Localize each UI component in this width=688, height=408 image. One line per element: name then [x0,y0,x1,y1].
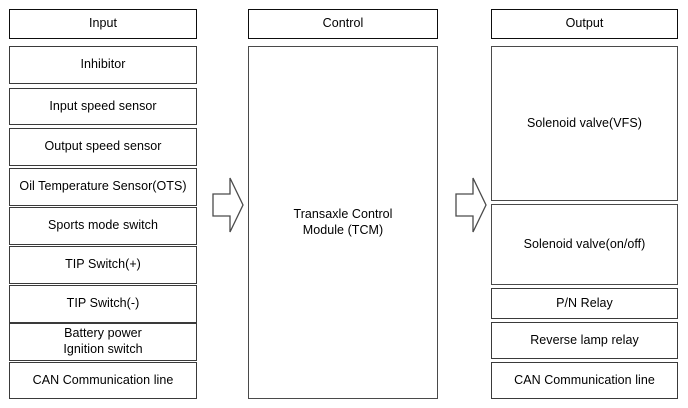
input-item-output-speed-sensor: Output speed sensor [9,128,197,166]
input-item-battery-power-ignition-switch: Battery power Ignition switch [9,323,197,361]
output-item-solenoid-valve-on-off-label: Solenoid valve(on/off) [523,236,646,251]
control-item-tcm: Transaxle Control Module (TCM) [248,46,438,399]
control-item-tcm-label: Transaxle Control Module (TCM) [293,206,393,237]
input-item-tip-switch-minus: TIP Switch(-) [9,285,197,323]
input-item-input-speed-sensor: Input speed sensor [9,88,197,125]
input-item-output-speed-sensor-label: Output speed sensor [44,139,162,154]
input-item-tip-switch-minus-label: TIP Switch(-) [66,296,140,311]
input-item-can-communication-line-label: CAN Communication line [32,372,174,387]
column-header-control: Control [248,9,438,39]
column-header-input-label: Input [88,16,118,31]
input-item-tip-switch-plus: TIP Switch(+) [9,246,197,284]
output-item-solenoid-valve-vfs-label: Solenoid valve(VFS) [527,115,642,130]
output-item-solenoid-valve-on-off: Solenoid valve(on/off) [491,204,678,285]
arrow-input-to-control-icon [211,176,245,234]
output-item-pn-relay-label: P/N Relay [556,295,613,310]
input-item-inhibitor: Inhibitor [9,46,197,84]
input-item-tip-switch-plus-label: TIP Switch(+) [65,257,141,272]
column-header-output: Output [491,9,678,39]
column-header-control-label: Control [322,16,364,31]
output-item-can-communication-line: CAN Communication line [491,362,678,399]
input-item-sports-mode-switch-label: Sports mode switch [48,218,158,233]
column-header-input: Input [9,9,197,39]
output-item-reverse-lamp-relay-label: Reverse lamp relay [530,332,639,347]
arrow-control-to-output-icon [454,176,488,234]
output-item-solenoid-valve-vfs: Solenoid valve(VFS) [491,46,678,201]
column-header-output-label: Output [565,16,604,31]
output-item-pn-relay: P/N Relay [491,288,678,319]
input-item-inhibitor-label: Inhibitor [80,57,126,72]
input-item-battery-power-ignition-switch-label: Battery power Ignition switch [63,326,143,356]
input-item-oil-temperature-sensor-label: Oil Temperature Sensor(OTS) [19,179,187,194]
input-item-sports-mode-switch: Sports mode switch [9,207,197,245]
input-item-input-speed-sensor-label: Input speed sensor [49,98,157,113]
input-item-can-communication-line: CAN Communication line [9,362,197,399]
output-item-reverse-lamp-relay: Reverse lamp relay [491,322,678,359]
input-item-oil-temperature-sensor: Oil Temperature Sensor(OTS) [9,168,197,206]
output-item-can-communication-line-label: CAN Communication line [514,372,655,387]
